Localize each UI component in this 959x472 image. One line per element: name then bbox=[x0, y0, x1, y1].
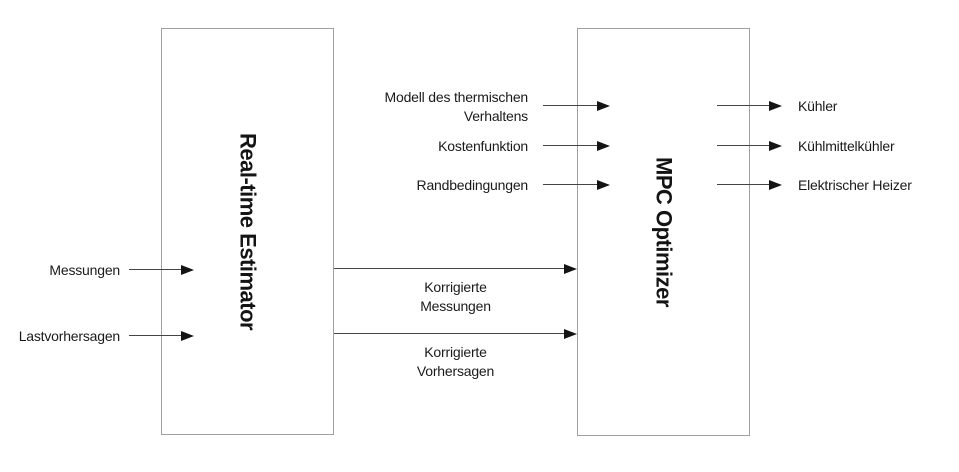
arrow-shaft bbox=[543, 184, 601, 185]
lastvorhersagen-arrow bbox=[129, 331, 194, 341]
modell-arrow bbox=[543, 101, 610, 111]
arrowhead-icon bbox=[769, 101, 782, 111]
mpc-optimizer-title: MPC Optimizer bbox=[651, 157, 677, 307]
kuehlmittelkuehler-arrow bbox=[717, 141, 782, 151]
messungen-label: Messungen bbox=[49, 262, 120, 278]
real-time-estimator-box: Real-time Estimator bbox=[161, 28, 334, 435]
real-time-estimator-title: Real-time Estimator bbox=[235, 132, 261, 331]
kuehler-arrow bbox=[717, 101, 782, 111]
arrowhead-icon bbox=[564, 264, 577, 274]
korrigierte-vorhersagen-label: Korrigierte Vorhersagen bbox=[416, 344, 495, 379]
messungen-arrow bbox=[129, 265, 194, 275]
arrow-shaft bbox=[334, 268, 568, 269]
elektrischer-heizer-arrow bbox=[717, 180, 782, 190]
arrowhead-icon bbox=[181, 265, 194, 275]
lastvorhersagen-label: Lastvorhersagen bbox=[18, 328, 120, 344]
arrowhead-icon bbox=[769, 180, 782, 190]
arrowhead-icon bbox=[597, 180, 610, 190]
arrow-shaft bbox=[334, 333, 568, 334]
kuehler-label: Kühler bbox=[798, 98, 838, 114]
korrigierte-messungen-label: Korrigierte Messungen bbox=[420, 279, 491, 314]
arrow-shaft bbox=[717, 105, 773, 106]
arrow-shaft bbox=[129, 269, 185, 270]
modell-des-thermischen-verhaltens-label: Modell des thermischen Verhaltens bbox=[384, 89, 529, 124]
korrigierte-vorhersagen-arrow bbox=[334, 329, 577, 339]
arrowhead-icon bbox=[597, 101, 610, 111]
kostenfunktion-arrow bbox=[543, 141, 610, 151]
arrowhead-icon bbox=[181, 331, 194, 341]
korrigierte-messungen-arrow bbox=[334, 264, 577, 274]
arrowhead-icon bbox=[769, 141, 782, 151]
mpc-optimizer-box: MPC Optimizer bbox=[577, 28, 750, 436]
randbedingungen-label: Randbedingungen bbox=[416, 177, 529, 193]
arrow-shaft bbox=[717, 145, 773, 146]
elektrischer-heizer-label: Elektrischer Heizer bbox=[798, 177, 912, 193]
randbedingungen-arrow bbox=[543, 180, 610, 190]
kostenfunktion-label: Kostenfunktion bbox=[438, 138, 528, 154]
arrow-shaft bbox=[717, 184, 773, 185]
arrow-shaft bbox=[129, 335, 185, 336]
arrow-shaft bbox=[543, 105, 601, 106]
arrowhead-icon bbox=[597, 141, 610, 151]
kuehlmittelkuehler-label: Kühlmittelkühler bbox=[798, 138, 895, 154]
arrow-shaft bbox=[543, 145, 601, 146]
arrowhead-icon bbox=[564, 329, 577, 339]
